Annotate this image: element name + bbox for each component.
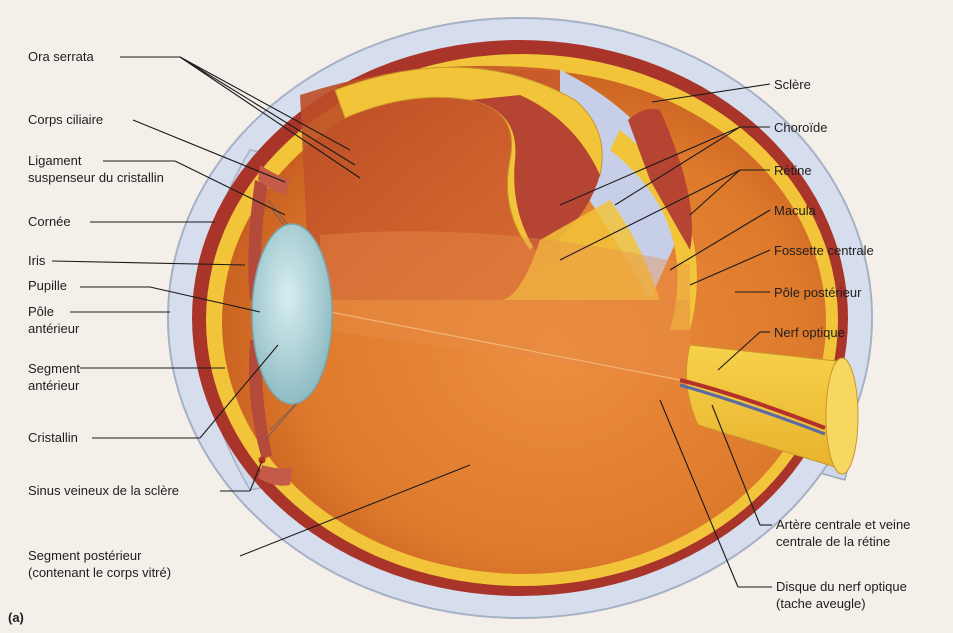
label-segment-posterieur: Segment postérieur (contenant le corps v…	[28, 547, 171, 581]
label-fossette: Fossette centrale	[774, 242, 874, 259]
label-segment-anterieur: Segment antérieur	[28, 360, 80, 394]
label-choroide: Choroïde	[774, 119, 827, 136]
label-artere: Artère centrale et veine centrale de la …	[776, 516, 910, 550]
label-retine: Rétine	[774, 162, 812, 179]
label-pole-posterieur: Pôle postérieur	[774, 284, 861, 301]
label-ligament: Ligament suspenseur du cristallin	[28, 152, 164, 186]
label-pupille: Pupille	[28, 277, 67, 294]
label-sclere: Sclère	[774, 76, 811, 93]
label-macula: Macula	[774, 202, 816, 219]
label-sinus: Sinus veineux de la sclère	[28, 482, 179, 499]
label-iris: Iris	[28, 252, 45, 269]
label-ora-serrata: Ora serrata	[28, 48, 94, 65]
lens	[252, 224, 332, 404]
figure-tag: (a)	[8, 609, 24, 626]
label-cristallin: Cristallin	[28, 429, 78, 446]
optic-nerve-end	[826, 358, 858, 474]
label-disque: Disque du nerf optique (tache aveugle)	[776, 578, 907, 612]
label-cornee: Cornée	[28, 213, 71, 230]
label-pole-anterieur: Pôle antérieur	[28, 303, 79, 337]
label-nerf-optique: Nerf optique	[774, 324, 845, 341]
label-corps-ciliaire: Corps ciliaire	[28, 111, 103, 128]
